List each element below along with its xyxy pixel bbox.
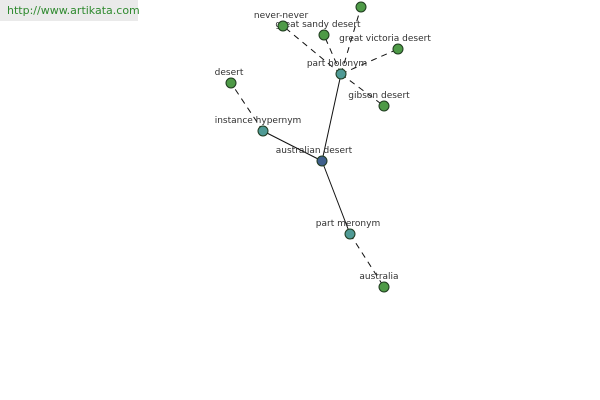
- label-desert: desert: [215, 68, 244, 78]
- label-great-victoria-desert: great victoria desert: [339, 34, 431, 44]
- node-part-holonym[interactable]: [335, 68, 347, 80]
- label-never-never: never-never: [254, 11, 309, 21]
- node-desert[interactable]: [225, 77, 237, 89]
- graph-labels: australian desert part holonym instance …: [215, 11, 432, 282]
- edge-part-holonym-great-sandy-desert: [323, 34, 342, 75]
- node-great-sandy-desert[interactable]: [318, 29, 330, 41]
- label-gibson-desert: gibson desert: [348, 91, 410, 101]
- label-australia: australia: [359, 272, 398, 282]
- node-leaf-unlabeled[interactable]: [355, 1, 367, 13]
- edge-center-instance-hypernym: [262, 130, 323, 162]
- edge-part-holonym-unlabeled: [340, 6, 362, 75]
- label-center: australian desert: [276, 146, 353, 156]
- watermark-url[interactable]: http://www.artikata.com: [0, 0, 140, 21]
- edge-instance-hypernym-desert: [230, 82, 264, 132]
- label-great-sandy-desert: great sandy desert: [275, 20, 361, 30]
- label-part-holonym: part holonym: [307, 59, 367, 69]
- edge-part-holonym-gibson-desert: [340, 73, 385, 107]
- label-part-meronym: part meronym: [316, 219, 380, 229]
- edge-center-part-holonym: [321, 73, 342, 162]
- node-great-victoria-desert[interactable]: [392, 43, 404, 55]
- node-gibson-desert[interactable]: [378, 100, 390, 112]
- node-never-never[interactable]: [277, 20, 289, 32]
- edge-part-holonym-never-never: [282, 25, 342, 75]
- node-center[interactable]: [316, 155, 328, 167]
- edge-center-part-meronym: [321, 160, 351, 235]
- graph-edges: [230, 6, 399, 288]
- graph-nodes: [225, 1, 404, 293]
- node-instance-hypernym[interactable]: [257, 125, 269, 137]
- node-part-meronym[interactable]: [344, 228, 356, 240]
- node-australia[interactable]: [378, 281, 390, 293]
- label-instance-hypernym: instance hypernym: [215, 116, 302, 126]
